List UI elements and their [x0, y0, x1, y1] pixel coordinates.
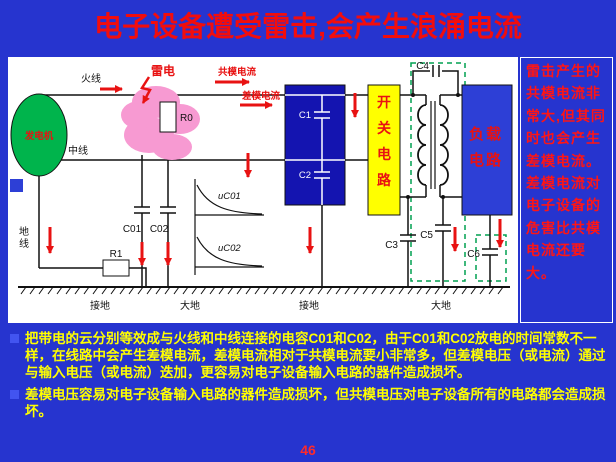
diff-mode-label: 差模电流 [242, 90, 281, 102]
c01-label: C01 [123, 224, 142, 235]
ground-terminal-mid-label: 接地 [299, 299, 319, 312]
generator [10, 93, 68, 177]
load-circuit-label-line1: 负载 [469, 125, 503, 143]
terminal-square [10, 179, 23, 192]
c6-path-outline [475, 234, 507, 282]
c02-label: C02 [150, 224, 169, 235]
c2-label: C2 [299, 170, 311, 181]
bullet-square-icon [10, 334, 19, 343]
live-wire-label: 火线 [81, 72, 101, 85]
c4-label: C4 [416, 61, 429, 72]
c1-label: C1 [299, 110, 311, 121]
c5-label: C5 [420, 230, 433, 241]
circuit-svg: uC01 uC02 火线 中线 地线 雷电 共模电流 差模电流 发电机 R0 R… [10, 61, 513, 312]
bullet-square-icon [10, 390, 19, 399]
bullet-item: 差模电压容易对电子设备输入电路的器件造成损坏，但共模电压对电子设备所有的电路都会… [10, 386, 610, 420]
circuit-wires [38, 65, 498, 287]
generator-label: 发电机 [24, 130, 54, 142]
resistor-r1 [102, 259, 130, 277]
lightning-label: 雷电 [151, 63, 175, 78]
ground-terminal-left-label: 接地 [90, 299, 110, 312]
discharge-graph: uC01 uC02 [194, 179, 264, 275]
junction-dots [406, 93, 460, 199]
c6-label: C6 [467, 249, 480, 260]
switch-circuit-label: 开关电路 [377, 94, 392, 188]
lightning-bolt [140, 76, 152, 104]
switch-circuit-box [367, 84, 401, 216]
earth-right-label: 大地 [431, 299, 451, 312]
transformer [417, 101, 449, 189]
load-circuit-label-line2: 电路 [469, 151, 503, 169]
r1-label: R1 [110, 249, 123, 260]
bullet-list: 把带电的云分别等效成与火线和中线连接的电容C01和C02，由于C01和C02放电… [10, 330, 610, 425]
slide-title: 电子设备遭受雷击,会产生浪涌电流 [94, 11, 522, 42]
c3-label: C3 [385, 240, 398, 251]
uc02-curve-label: uC02 [218, 243, 241, 254]
emi-filter-box [284, 84, 346, 206]
common-mode-label: 共模电流 [218, 66, 257, 78]
uc01-curve-label: uC01 [218, 191, 241, 202]
r0-label: R0 [180, 113, 193, 124]
load-circuit-box [461, 84, 513, 216]
bullet-text: 把带电的云分别等效成与火线和中线连接的电容C01和C02，由于C01和C02放电… [25, 331, 606, 380]
side-note: 雷击产生的共模电流非常大,但其同时也会产生差模电流。差模电流对电子设备的危害比共… [520, 57, 613, 323]
ground-wire-label: 地线 [19, 225, 29, 250]
circuit-diagram: uC01 uC02 火线 中线 地线 雷电 共模电流 差模电流 发电机 R0 R… [8, 57, 518, 323]
bullet-item: 把带电的云分别等效成与火线和中线连接的电容C01和C02，由于C01和C02放电… [10, 330, 610, 381]
page-number: 46 [300, 442, 316, 458]
current-arrows [46, 78, 504, 266]
earth-hatching [20, 286, 504, 295]
bullet-text: 差模电压容易对电子设备输入电路的器件造成损坏，但共模电压对电子设备所有的电路都会… [25, 387, 606, 419]
neutral-wire-label: 中线 [68, 144, 88, 157]
resistor-r0 [159, 101, 177, 133]
earth-left-label: 大地 [180, 299, 200, 312]
